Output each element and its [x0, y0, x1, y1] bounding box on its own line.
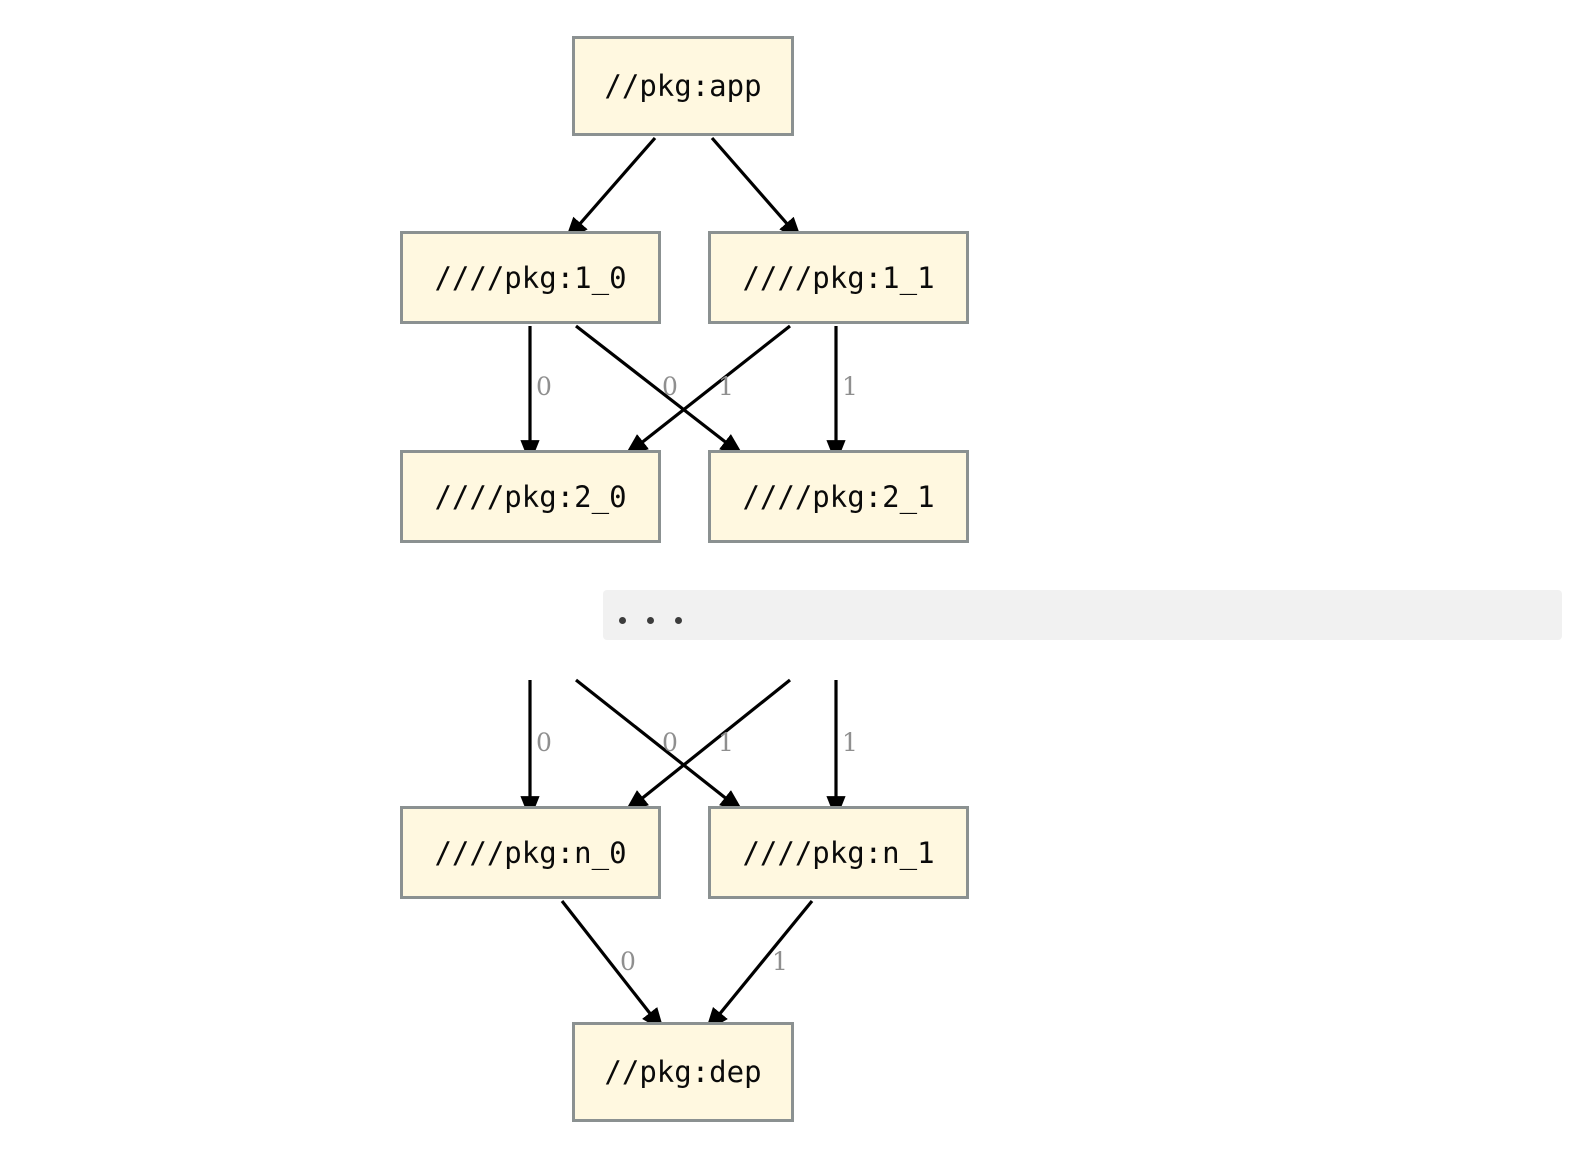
ellipsis-separator-band	[603, 590, 1562, 640]
node-label: //pkg:app	[604, 69, 762, 103]
edge-nn_0-to-dep	[560, 900, 665, 1032]
edge-label: 0	[536, 372, 552, 401]
ellipsis-dot	[619, 617, 626, 624]
node-n2_1[interactable]: ////pkg:2_1	[708, 450, 969, 543]
edge-n1_1-to-n2_0	[624, 324, 791, 457]
ellipsis-dots	[619, 617, 682, 624]
node-label: ////pkg:2_0	[434, 479, 627, 514]
node-label: //pkg:dep	[604, 1055, 762, 1089]
node-n2_0[interactable]: ////pkg:2_0	[400, 450, 661, 543]
ellipsis-dot	[647, 617, 654, 624]
node-label: ////pkg:n_1	[742, 835, 935, 870]
edge-label: 0	[536, 728, 552, 757]
node-app[interactable]: //pkg:app	[572, 36, 794, 136]
edge-n1_0-to-n2_1	[575, 324, 744, 457]
edge-nn_1-to-dep	[705, 899, 814, 1032]
edge-hidden-to-nn_0	[624, 678, 791, 813]
edge-label: 0	[662, 728, 678, 757]
edge-label: 1	[842, 728, 858, 757]
edges-group	[520, 136, 846, 1032]
edge-app-to-n1_0	[564, 136, 657, 242]
edge-label: 1	[718, 372, 734, 401]
node-n1_1[interactable]: ////pkg:1_1	[708, 231, 969, 324]
edge-label: 0	[662, 372, 678, 401]
node-label: ////pkg:n_0	[434, 835, 627, 870]
node-n1_0[interactable]: ////pkg:1_0	[400, 231, 661, 324]
edge-hidden-to-nn_1	[575, 678, 744, 813]
node-label: ////pkg:1_0	[434, 260, 627, 295]
edge-label: 0	[620, 947, 636, 976]
edge-label: 1	[772, 947, 788, 976]
edge-app-to-n1_1	[710, 136, 803, 242]
edge-label: 1	[842, 372, 858, 401]
node-nn_1[interactable]: ////pkg:n_1	[708, 806, 969, 899]
node-nn_0[interactable]: ////pkg:n_0	[400, 806, 661, 899]
edge-label: 1	[718, 728, 734, 757]
ellipsis-dot	[675, 617, 682, 624]
node-dep[interactable]: //pkg:dep	[572, 1022, 794, 1122]
node-label: ////pkg:2_1	[742, 479, 935, 514]
node-label: ////pkg:1_1	[742, 260, 935, 295]
